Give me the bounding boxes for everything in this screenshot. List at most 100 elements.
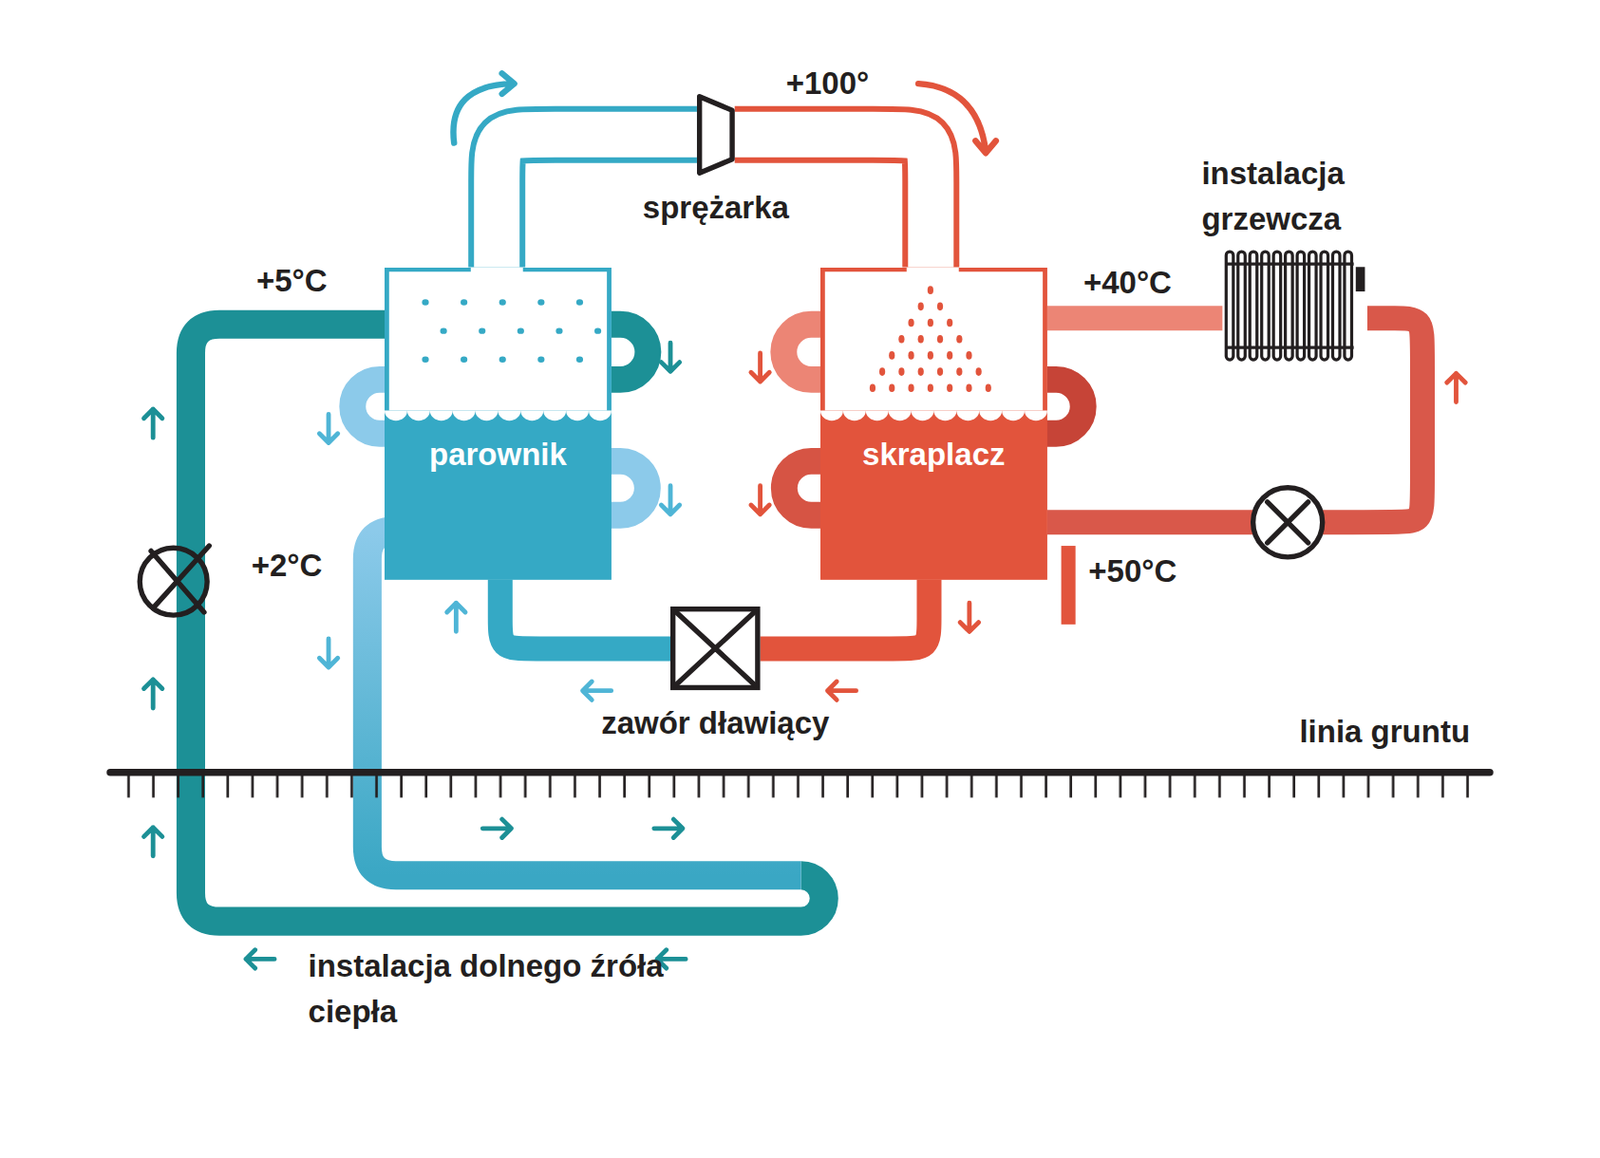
radiator-fin bbox=[1226, 251, 1235, 360]
compressor-symbol bbox=[699, 96, 733, 174]
valve-symbol bbox=[1267, 502, 1309, 544]
radiator-fin bbox=[1333, 251, 1341, 360]
liquid-surface bbox=[820, 410, 1048, 421]
radiator-fin bbox=[1297, 251, 1305, 360]
radiator-fin bbox=[1250, 251, 1259, 360]
flow-arrow bbox=[447, 602, 466, 632]
condensate-drop bbox=[985, 383, 992, 393]
flow-arrow bbox=[144, 409, 163, 438]
evaporator-box: parownik bbox=[384, 267, 612, 581]
condensate-drop bbox=[946, 383, 953, 393]
vessel-vapour-space bbox=[820, 267, 1048, 411]
ground-loop-return bbox=[367, 530, 802, 876]
condensate-drop bbox=[879, 367, 885, 377]
caption-label: instalacja dolnego źróła ciepła bbox=[308, 943, 670, 1036]
compressor-box: sprężarka bbox=[696, 94, 735, 176]
throttle-valve-symbol bbox=[673, 609, 758, 689]
condensate-drop bbox=[907, 318, 914, 327]
ground-hatching bbox=[122, 775, 1480, 799]
flow-arrow bbox=[144, 828, 163, 857]
condensate-drop bbox=[927, 285, 934, 295]
vessel-vapour-space bbox=[384, 267, 612, 411]
flow-arrow bbox=[1447, 373, 1466, 402]
vapour-dot bbox=[537, 356, 545, 362]
flow-arrow bbox=[660, 486, 679, 515]
node-label: parownik bbox=[384, 435, 612, 474]
node-label: instalacja grzewcza bbox=[1201, 150, 1420, 243]
vapour-dot bbox=[517, 327, 525, 334]
vessel-outline bbox=[386, 269, 609, 413]
vessel-liquid bbox=[384, 410, 612, 580]
radiator-fin bbox=[1344, 251, 1353, 360]
condensate-drop bbox=[975, 367, 981, 377]
node-label: sprężarka bbox=[642, 188, 790, 227]
pipe bbox=[1047, 305, 1224, 331]
condensate-drop bbox=[917, 301, 923, 311]
valve-box: zawór dławiący bbox=[670, 606, 761, 691]
condensate-drop bbox=[917, 367, 923, 377]
radiator-fin bbox=[1274, 251, 1282, 360]
node-label: zawór dławiący bbox=[601, 704, 829, 743]
condensate-drop bbox=[917, 334, 923, 343]
temperature-label: +5°C bbox=[256, 258, 328, 304]
temperature-label: linia gruntu bbox=[1298, 709, 1470, 755]
vapour-dot bbox=[499, 299, 507, 305]
flow-arrow bbox=[960, 602, 979, 632]
condensate-drop bbox=[907, 351, 914, 360]
radiator-fin bbox=[1238, 251, 1246, 360]
node-label: skraplacz bbox=[820, 435, 1048, 474]
flow-arrow bbox=[828, 681, 857, 700]
flow-arrow bbox=[319, 639, 338, 668]
vapour-dot bbox=[576, 356, 584, 362]
vessel-outline bbox=[822, 269, 1045, 413]
vapour-dot bbox=[460, 356, 468, 362]
condensate-drop bbox=[946, 351, 953, 360]
pipe-connector bbox=[1047, 318, 1224, 320]
pipe-connector bbox=[760, 579, 930, 649]
liquid-surface bbox=[384, 410, 612, 421]
radiator-fin bbox=[1309, 251, 1318, 360]
vapour-dot bbox=[478, 327, 486, 334]
radiator-fin bbox=[1226, 263, 1355, 348]
condensate-drop bbox=[869, 383, 876, 393]
valve-symbol bbox=[150, 545, 209, 613]
ground-line bbox=[110, 769, 1490, 777]
throttle-valve-symbol bbox=[673, 609, 758, 689]
radiator-fin bbox=[1320, 251, 1329, 360]
flow-arrow bbox=[452, 73, 514, 143]
vapour-dot bbox=[421, 299, 429, 305]
condensate-drop bbox=[927, 351, 934, 360]
condensate-drop bbox=[927, 383, 934, 393]
flow-arrow bbox=[482, 819, 511, 838]
vapour-dot bbox=[555, 327, 563, 334]
flow-arrow bbox=[583, 681, 612, 700]
condensate-drop bbox=[937, 334, 943, 343]
condensate-drop bbox=[946, 318, 953, 327]
condensate-drop bbox=[965, 351, 972, 360]
vessel-liquid bbox=[820, 410, 1048, 580]
condensate-drop bbox=[965, 383, 972, 393]
flow-arrow bbox=[319, 414, 338, 443]
flow-arrow bbox=[751, 486, 770, 515]
flow-arrow bbox=[660, 342, 679, 372]
condensate-drop bbox=[907, 383, 914, 393]
flow-arrow bbox=[918, 83, 997, 153]
ground-loop-supply bbox=[190, 324, 825, 923]
radiator-fin bbox=[1285, 251, 1294, 360]
condensate-drop bbox=[927, 318, 934, 327]
vapour-dot bbox=[460, 299, 468, 305]
drawing-part bbox=[144, 342, 687, 969]
pipe-connector bbox=[500, 579, 671, 649]
radiator-fin bbox=[1261, 251, 1270, 360]
flow-arrow bbox=[654, 819, 683, 838]
temperature-label: +40°C bbox=[1083, 260, 1172, 306]
condensate-drop bbox=[956, 367, 962, 377]
condensate-drop bbox=[937, 367, 943, 377]
vapour-dot bbox=[421, 356, 429, 362]
pipe bbox=[500, 579, 671, 649]
